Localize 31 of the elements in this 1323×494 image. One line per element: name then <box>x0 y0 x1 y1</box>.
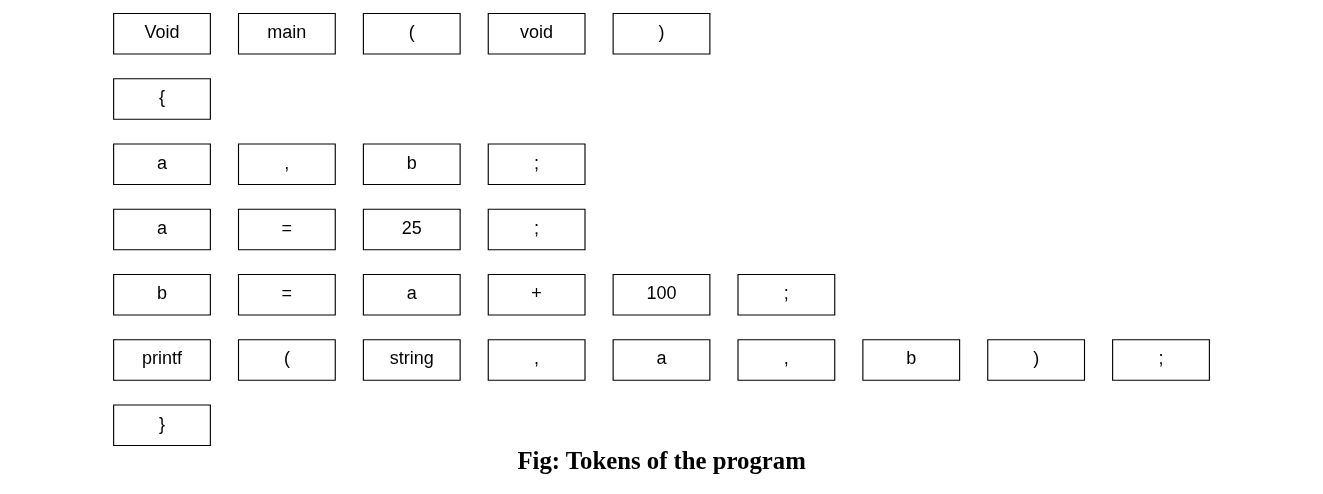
node-box: ; <box>1112 338 1210 381</box>
node-box: printf <box>113 338 211 381</box>
node-box: void <box>487 12 586 55</box>
node-box: , <box>237 142 336 185</box>
caption: Fig: Tokens of the program <box>517 446 806 474</box>
node-box: ( <box>237 338 336 381</box>
node-box: = <box>237 208 336 250</box>
node-box: { <box>113 77 211 120</box>
node-box: } <box>113 403 211 446</box>
node-box: , <box>487 338 586 381</box>
node-box: b <box>362 142 461 185</box>
node-box: ; <box>737 273 836 316</box>
node-box: 100 <box>612 273 711 316</box>
node-box: ; <box>487 208 586 250</box>
node-box: a <box>362 273 461 316</box>
node-box: Void <box>113 12 211 55</box>
node-box: ( <box>362 12 461 55</box>
node-box: ; <box>487 142 586 185</box>
node-box: a <box>113 208 211 250</box>
node-box: main <box>237 12 336 55</box>
node-box: ) <box>612 12 711 55</box>
node-box: a <box>612 338 711 381</box>
node-box: , <box>737 338 836 381</box>
node-box: ) <box>987 338 1086 381</box>
node-box: a <box>113 142 211 185</box>
node-box: b <box>862 338 961 381</box>
node-box: + <box>487 273 586 316</box>
node-box: string <box>362 338 461 381</box>
node-box: 25 <box>362 208 461 250</box>
node-box: = <box>237 273 336 316</box>
node-box: b <box>113 273 211 316</box>
